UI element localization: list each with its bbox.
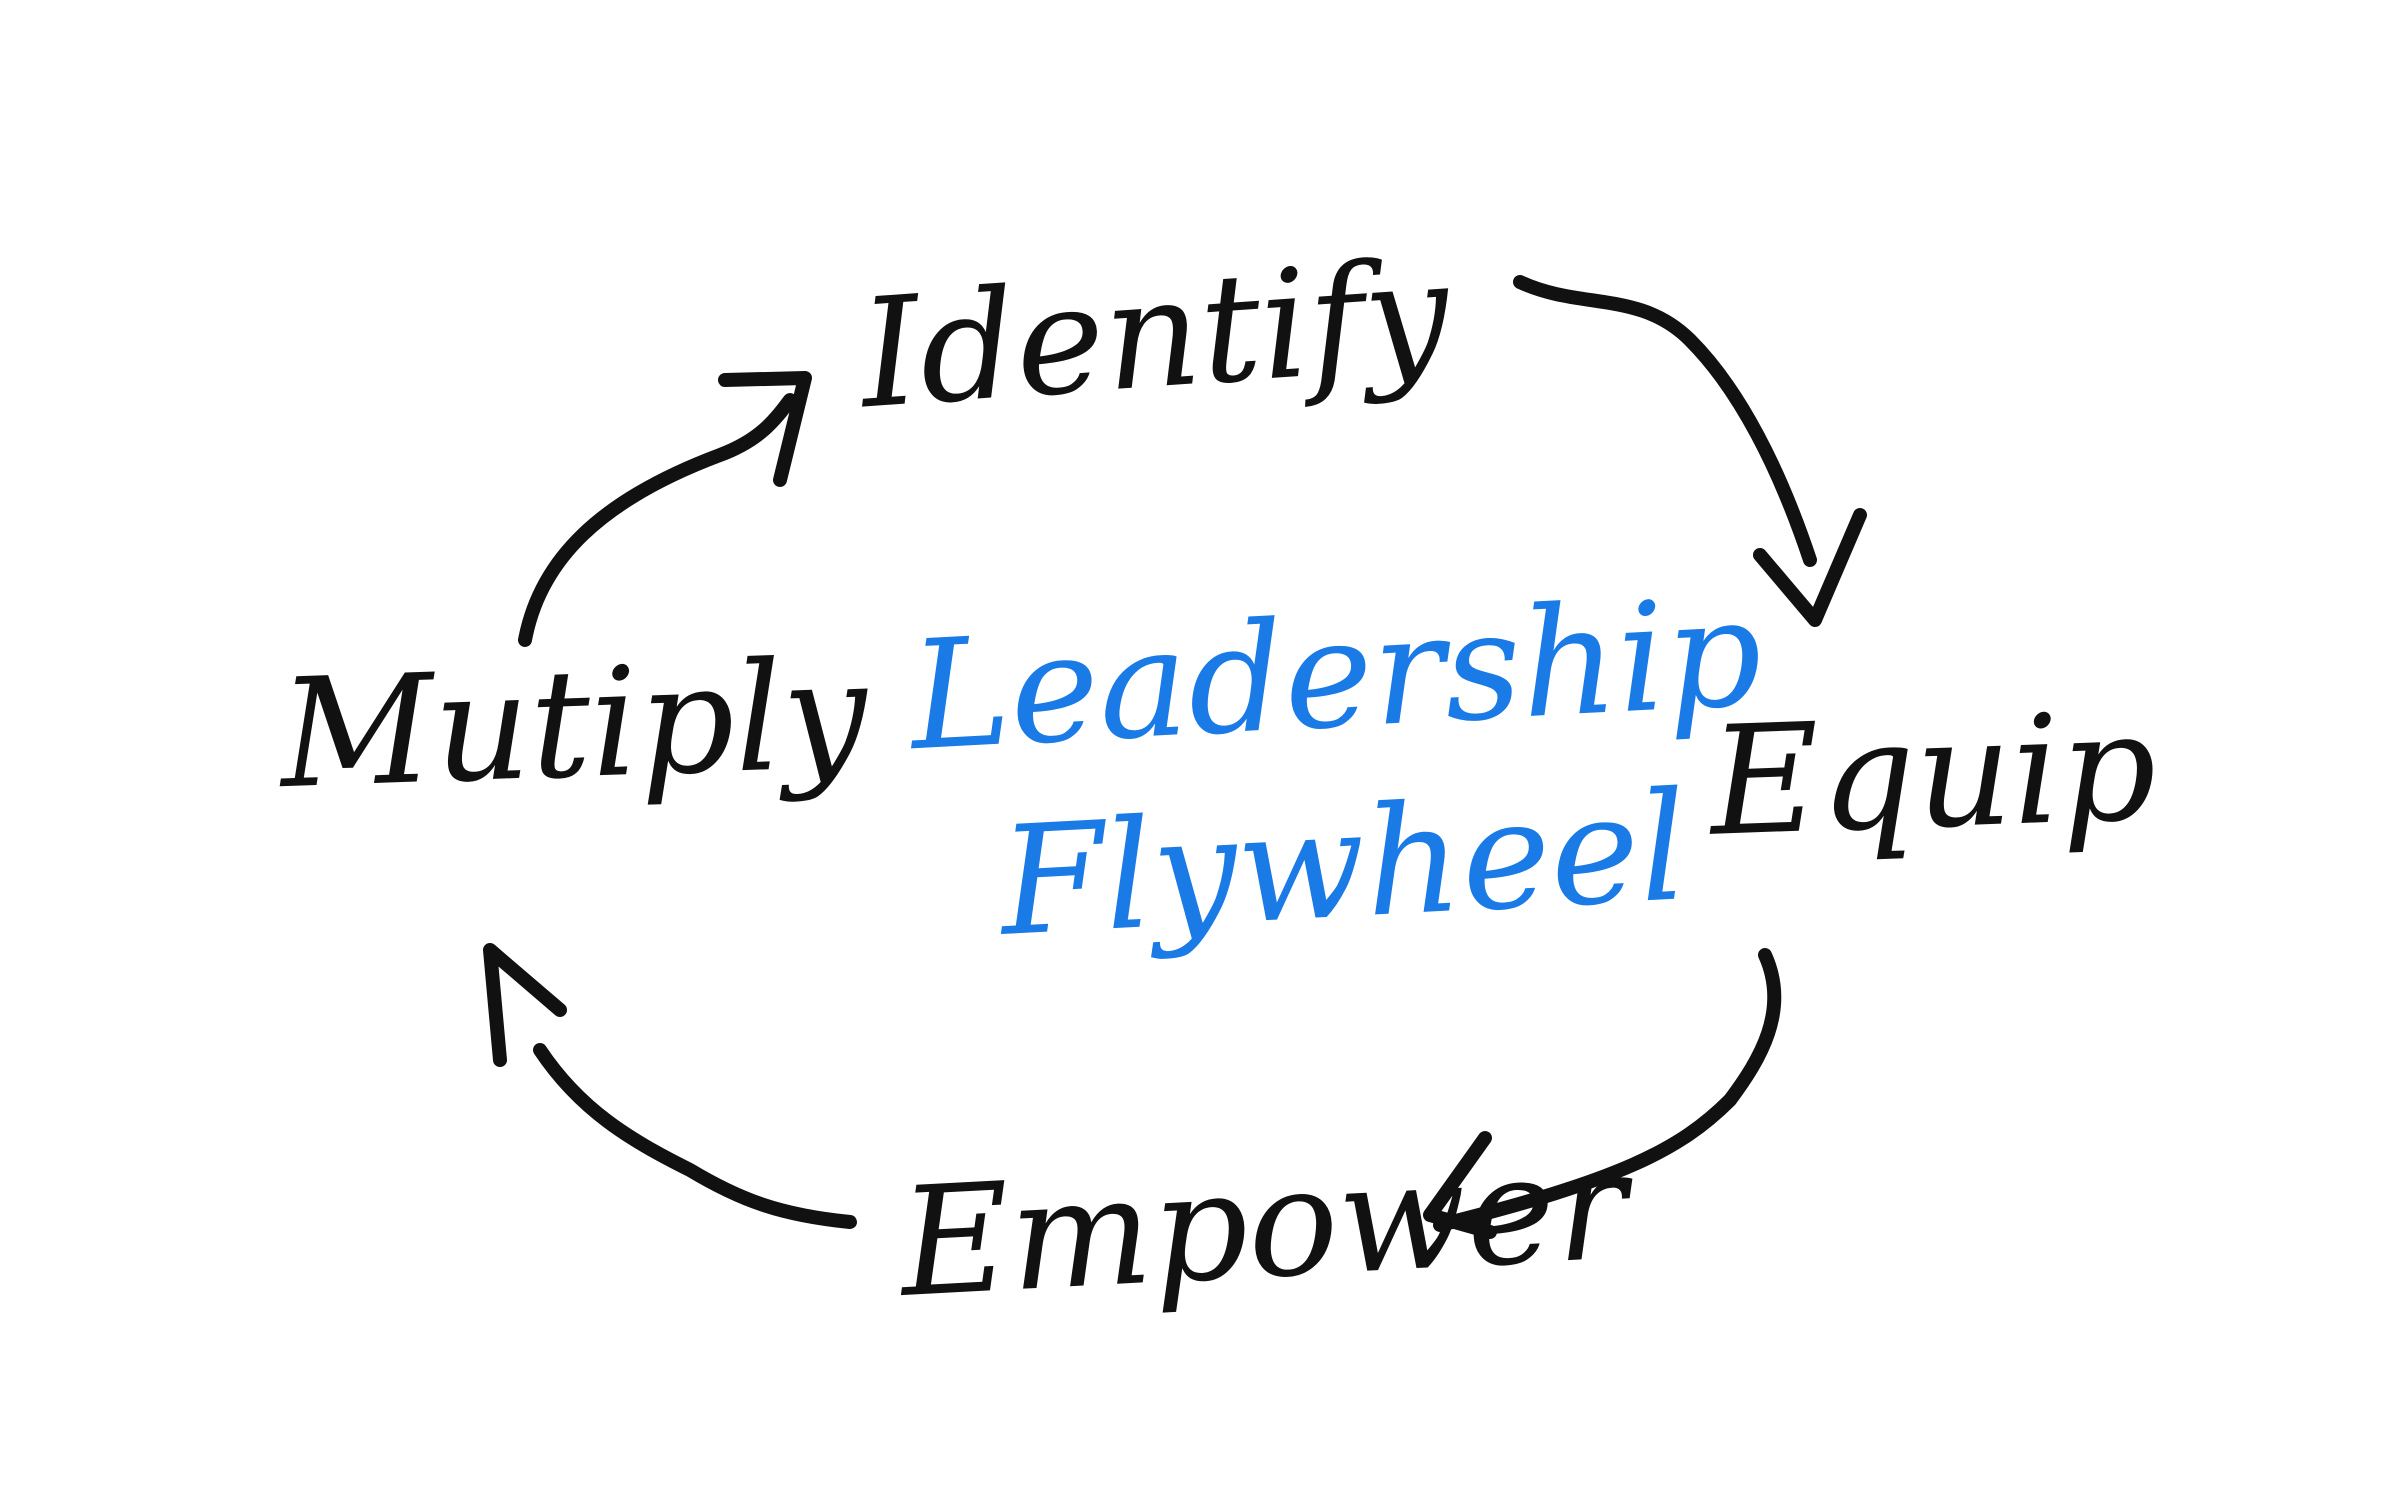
- arrowhead-multiply: [483, 943, 567, 1067]
- arrow-empower-to-multiply: [533, 1043, 857, 1229]
- stage-multiply-label: Mutiply: [277, 627, 871, 823]
- arrowhead-equip: [1753, 508, 1867, 627]
- arrow-multiply-to-identify: [518, 393, 797, 647]
- arrowhead-empower: [1423, 1131, 1497, 1239]
- stage-empower-label: Empower: [895, 1119, 1631, 1331]
- arrow-identify-to-equip: [1513, 275, 1817, 567]
- arrow-equip-to-empower: [1433, 948, 1782, 1232]
- arrowhead-identify: [718, 371, 812, 487]
- center-title-line2: Flywheel: [995, 760, 1692, 970]
- stage-identify-label: Identify: [854, 227, 1455, 443]
- stage-equip-label: Equip: [1707, 680, 2160, 870]
- center-title-line1: Leadership: [906, 565, 1766, 785]
